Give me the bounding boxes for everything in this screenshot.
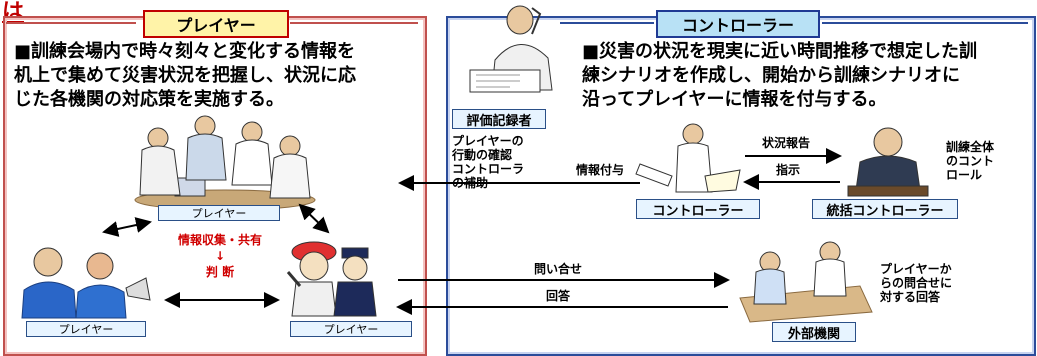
player-description-line: 机上で集めて災害状況を把握し、状況に応 — [14, 65, 356, 86]
evaluator-note-line: の補助 — [452, 176, 489, 190]
player-description: ■訓練会場内で時々刻々と変化する情報を 机上で集めて災害状況を把握し、状況に応 … — [14, 40, 424, 112]
chief-note-line: 訓練全体 — [946, 140, 995, 154]
external-note-line: 対する回答 — [880, 290, 941, 304]
evaluator-figure — [469, 5, 553, 93]
controller-title: コントローラー — [656, 10, 820, 38]
player-box-top: プレイヤー — [158, 205, 280, 221]
external-note: プレイヤーか らの問合せに 対する回答 — [880, 262, 1020, 304]
chief-controller-figure — [847, 127, 929, 197]
evaluator-note: プレイヤーの 行動の確認 コントローラ の補助 — [452, 134, 552, 190]
info-sharing-line: 判 断 — [205, 265, 235, 279]
controller-title-line-left — [560, 22, 654, 24]
inquiry-label: 問い合せ — [534, 262, 583, 276]
external-agency-box: 外部機関 — [772, 322, 856, 342]
evaluator-box: 評価記録者 — [452, 109, 546, 129]
evaluator-note-line: 行動の確認 — [452, 148, 513, 162]
controller-description-line: 沿ってプレイヤーに情報を付与する。 — [582, 89, 887, 110]
chief-note-line: のコント — [946, 154, 995, 168]
evaluator-note-line: コントローラ — [452, 162, 525, 176]
evaluator-note-line: プレイヤーの — [452, 134, 524, 148]
info-grant-label: 情報付与 — [576, 163, 625, 177]
player-box-right: プレイヤー — [290, 321, 412, 337]
info-sharing-line: 情報収集・共有 — [177, 233, 262, 247]
player-title-line-left — [6, 22, 136, 24]
player-description-line: じた各機関の対応策を実施する。 — [14, 89, 284, 110]
external-note-line: プレイヤーか — [880, 262, 952, 276]
corner-text: は — [2, 0, 25, 25]
external-note-line: らの問合せに — [880, 276, 953, 290]
player-link-left — [102, 217, 152, 237]
controller-title-line-right — [822, 22, 1028, 24]
player-box-left: プレイヤー — [26, 321, 146, 337]
player-title-line-right — [290, 22, 418, 24]
players-business-figure — [21, 247, 151, 319]
status-report-label: 状況報告 — [762, 136, 811, 150]
info-sharing-label: 情報収集・共有 ↓ 判 断 — [160, 232, 280, 280]
external-agency-figure — [739, 241, 873, 323]
controller-figure — [635, 123, 741, 193]
controller-box: コントローラー — [636, 199, 760, 219]
controller-description: ■災害の状況を現実に近い時間推移で想定した訓 練シナリオを作成し、開始から訓練シ… — [582, 40, 1034, 112]
players-meeting-figure — [134, 115, 316, 211]
info-sharing-line: ↓ — [214, 249, 226, 263]
player-description-line: ■訓練会場内で時々刻々と変化する情報を — [14, 41, 356, 62]
player-title: プレイヤー — [143, 10, 289, 38]
player-link-right — [298, 203, 330, 234]
controller-description-line: ■災害の状況を現実に近い時間推移で想定した訓 — [582, 41, 978, 62]
chief-note-line: ロール — [946, 168, 983, 182]
controller-description-line: 練シナリオを作成し、開始から訓練シナリオに — [582, 65, 960, 86]
instruction-label: 指示 — [776, 163, 801, 177]
answer-label: 回答 — [546, 289, 571, 303]
chief-note: 訓練全体 のコント ロール — [946, 140, 1026, 182]
players-responders-figure — [286, 241, 377, 317]
chief-controller-box: 統括コントローラー — [812, 199, 958, 219]
